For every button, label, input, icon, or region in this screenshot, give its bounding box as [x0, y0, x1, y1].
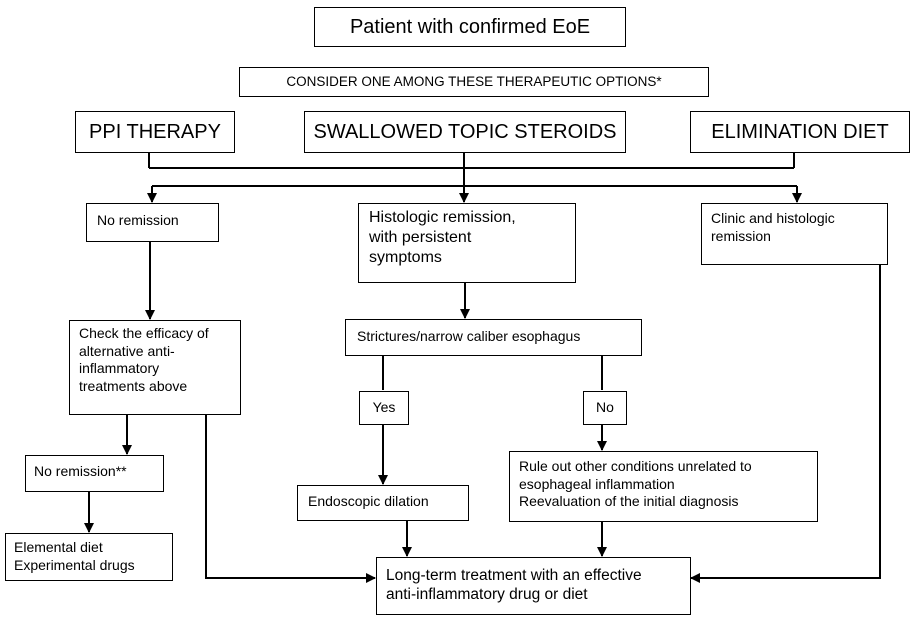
arrow-check-to-longterm [205, 415, 376, 583]
node-text-line: symptoms [369, 249, 442, 266]
node-text-line: remission [711, 227, 771, 244]
node-histologic-remission: Histologic remission, with persistent symp… [358, 203, 576, 283]
node-ppi-therapy: PPI THERAPY [75, 111, 235, 153]
node-text-line: Patient with confirmed EoE [349, 16, 591, 38]
node-text-line: Long-term treatment with an effective [386, 567, 642, 584]
node-text-line: ELIMINATION DIET [711, 121, 889, 143]
node-consider: CONSIDER ONE AMONG THESE THERAPEUTIC OPT… [239, 67, 709, 97]
node-text-line: Experimental drugs [14, 556, 135, 573]
node-start: Patient with confirmed EoE [314, 7, 626, 47]
node-text-line: No remission [97, 212, 179, 228]
node-text-line: Rule out other conditions unrelated to [519, 458, 752, 474]
node-no: No [583, 391, 627, 425]
node-text-line: inflammatory [79, 360, 160, 376]
node-text-line: Elemental diet [14, 539, 103, 555]
node-yes: Yes [359, 391, 409, 425]
node-text-line: with persistent [369, 229, 472, 246]
node-text-line: Histologic remission, [369, 209, 516, 226]
node-no-remission: No remission [86, 203, 219, 242]
node-text-line: Reevaluation of the initial diagnosis [519, 493, 739, 509]
node-text-line: Yes [372, 399, 396, 415]
node-text-line: PPI THERAPY [89, 121, 221, 143]
node-text-line: esophageal inflammation [519, 475, 675, 492]
node-text-line: Check the efficacy of [79, 325, 209, 341]
node-swallowed-topic-steroids: SWALLOWED TOPIC STEROIDS [304, 111, 626, 153]
node-text-line: anti-inflammatory drug or diet [386, 586, 588, 604]
node-text-line: No [596, 399, 614, 415]
node-strictures: Strictures/narrow caliber esophagus [345, 319, 642, 356]
node-text-line: Strictures/narrow caliber esophagus [357, 328, 581, 344]
node-text-line: alternative anti- [79, 342, 175, 359]
node-endoscopic-dilation: Endoscopic dilation [297, 485, 469, 521]
node-long-term-treatment: Long-term treatment with an effective ant… [376, 557, 691, 615]
node-text-line: No remission** [34, 463, 127, 479]
node-elimination-diet: ELIMINATION DIET [690, 111, 910, 153]
node-text-line: SWALLOWED TOPIC STEROIDS [313, 121, 617, 143]
node-text-line: Clinic and histologic [711, 210, 835, 226]
node-text-line: Endoscopic dilation [308, 493, 429, 509]
node-text-line: CONSIDER ONE AMONG THESE THERAPEUTIC OPT… [286, 74, 662, 89]
node-no-remission-2: No remission** [25, 455, 164, 492]
arrow-clinic-to-longterm [690, 265, 881, 583]
node-text-line: treatments above [79, 377, 188, 394]
